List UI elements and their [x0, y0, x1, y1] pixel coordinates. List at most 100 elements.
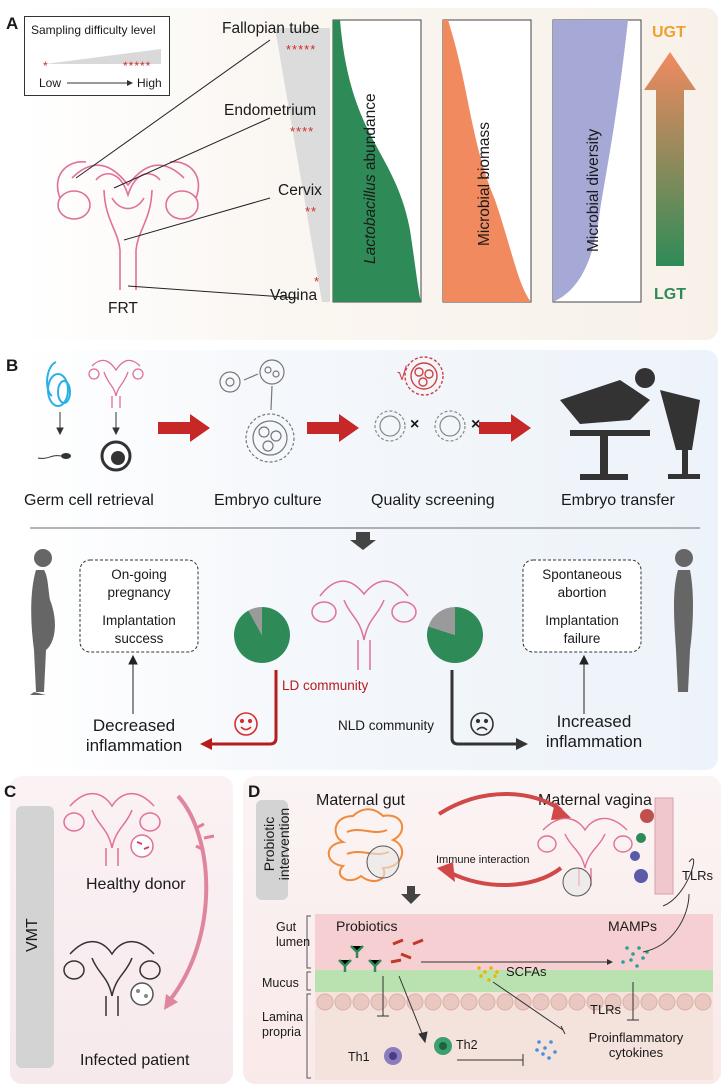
site-pointer-lines — [75, 39, 299, 299]
gradient-arrow — [644, 52, 696, 266]
maternal-vagina-label: Maternal vagina — [538, 792, 652, 809]
site-fallopian-tube: Fallopian tube — [222, 20, 320, 37]
epithelial-cell — [694, 993, 712, 1011]
dot — [541, 1052, 545, 1056]
ld-community-label: LD community — [282, 678, 369, 693]
tlrs-label-top: TLRs — [682, 868, 714, 883]
dot — [547, 1056, 551, 1060]
gut-down-arrow — [401, 886, 421, 904]
epithelial-cell — [586, 993, 604, 1011]
tlrs-label-bottom: TLRs — [590, 1002, 622, 1017]
layer-brackets — [306, 915, 311, 1079]
lgt-label: LGT — [654, 286, 686, 303]
pie-slice-other — [248, 607, 262, 635]
dot — [489, 966, 493, 970]
th2-label: Th2 — [456, 1038, 478, 1052]
epithelial-cell — [640, 993, 658, 1011]
check-mark: √ — [397, 364, 407, 384]
dot — [553, 1050, 557, 1054]
legend-high: High — [137, 76, 162, 90]
maternal-gut-label: Maternal gut — [316, 792, 405, 809]
panel-d-label: D — [248, 782, 261, 801]
epithelium-strip — [654, 797, 674, 895]
dot — [631, 952, 635, 956]
step-quality-screening: Quality screening — [371, 492, 495, 509]
scfas-dots — [477, 966, 499, 982]
small-uterus-icon — [88, 359, 144, 408]
legend-title: Sampling difficulty level — [31, 23, 156, 37]
lactobacillus-bar — [332, 19, 422, 303]
pie-slice-other — [428, 607, 455, 635]
biomass-bar — [442, 19, 532, 303]
smile-face-icon — [234, 712, 258, 736]
negative-outcome-box — [522, 559, 642, 653]
epithelial-cell — [568, 993, 586, 1011]
sampling-legend-box: Sampling difficulty level * ***** Low Hi… — [24, 16, 170, 96]
red-arrow-3 — [479, 414, 531, 442]
bad-embryo-icon-2 — [434, 410, 466, 442]
signal-lines — [377, 893, 690, 1066]
healthy-donor-label: Healthy donor — [86, 876, 186, 893]
egg-icon — [100, 440, 132, 472]
epithelial-cell — [532, 993, 550, 1011]
step-germ-cell: Germ cell retrieval — [24, 492, 154, 509]
biomass-label: Microbial biomass — [476, 121, 493, 246]
site-vagina: Vagina — [270, 287, 318, 304]
cross-mark-2: × — [471, 416, 481, 433]
dot — [549, 1040, 553, 1044]
probiotic-bacteria — [338, 945, 382, 972]
center-uterus-icon — [311, 580, 417, 670]
dot — [537, 1040, 541, 1044]
epithelial-cell — [424, 993, 442, 1011]
stars-vagina: * — [314, 274, 321, 289]
transfer-arrow — [168, 794, 209, 1002]
red-arrow-1 — [158, 414, 210, 442]
panel-c-label: C — [4, 782, 17, 801]
epithelial-cell — [370, 993, 388, 1011]
immune-interaction-label: Immune interaction — [436, 854, 530, 866]
panel-a-diagram — [56, 19, 696, 303]
patient-bacteria-icon — [130, 982, 154, 1006]
ld-path — [210, 670, 278, 746]
immune-arrow-bottom — [448, 866, 563, 887]
dot — [493, 974, 497, 978]
dot — [535, 1048, 539, 1052]
diversity-bar — [552, 19, 642, 303]
panel-a-label: A — [6, 14, 19, 33]
infected-patient-label: Infected patient — [80, 1052, 190, 1069]
pie-slice-lactobacillus — [234, 607, 291, 663]
dot — [621, 960, 625, 964]
mamps-dots — [621, 946, 649, 968]
difficulty-wedge — [275, 28, 330, 302]
vagina-zoom-circle — [562, 867, 592, 897]
red-arrow-2 — [307, 414, 359, 442]
epithelial-cell — [496, 993, 514, 1011]
stars-fallopian-tube: ***** — [286, 42, 317, 57]
down-arrow — [350, 532, 376, 550]
donor-bacteria-icon — [130, 834, 154, 858]
frt-label: FRT — [108, 300, 138, 317]
legend-high-stars: ***** — [123, 59, 152, 73]
ugt-label: UGT — [652, 24, 686, 41]
tlrs-curve — [662, 858, 695, 907]
dot — [635, 964, 639, 968]
epithelial-cell — [460, 993, 478, 1011]
dot — [637, 946, 641, 950]
epithelial-cell — [478, 993, 496, 1011]
nld-path — [450, 670, 518, 746]
stars-endometrium: **** — [290, 124, 315, 139]
probiotic-intervention-bar — [256, 800, 288, 900]
vmt-bar — [16, 806, 54, 1068]
legend-low-star: * — [43, 59, 49, 73]
probiotics-label: Probiotics — [336, 918, 398, 934]
dot — [487, 978, 491, 982]
woman-icon — [674, 549, 693, 692]
pie-nld — [427, 607, 484, 663]
sad-face-icon — [470, 712, 494, 736]
epithelial-cell — [622, 993, 640, 1011]
th2-cell — [434, 1037, 452, 1055]
